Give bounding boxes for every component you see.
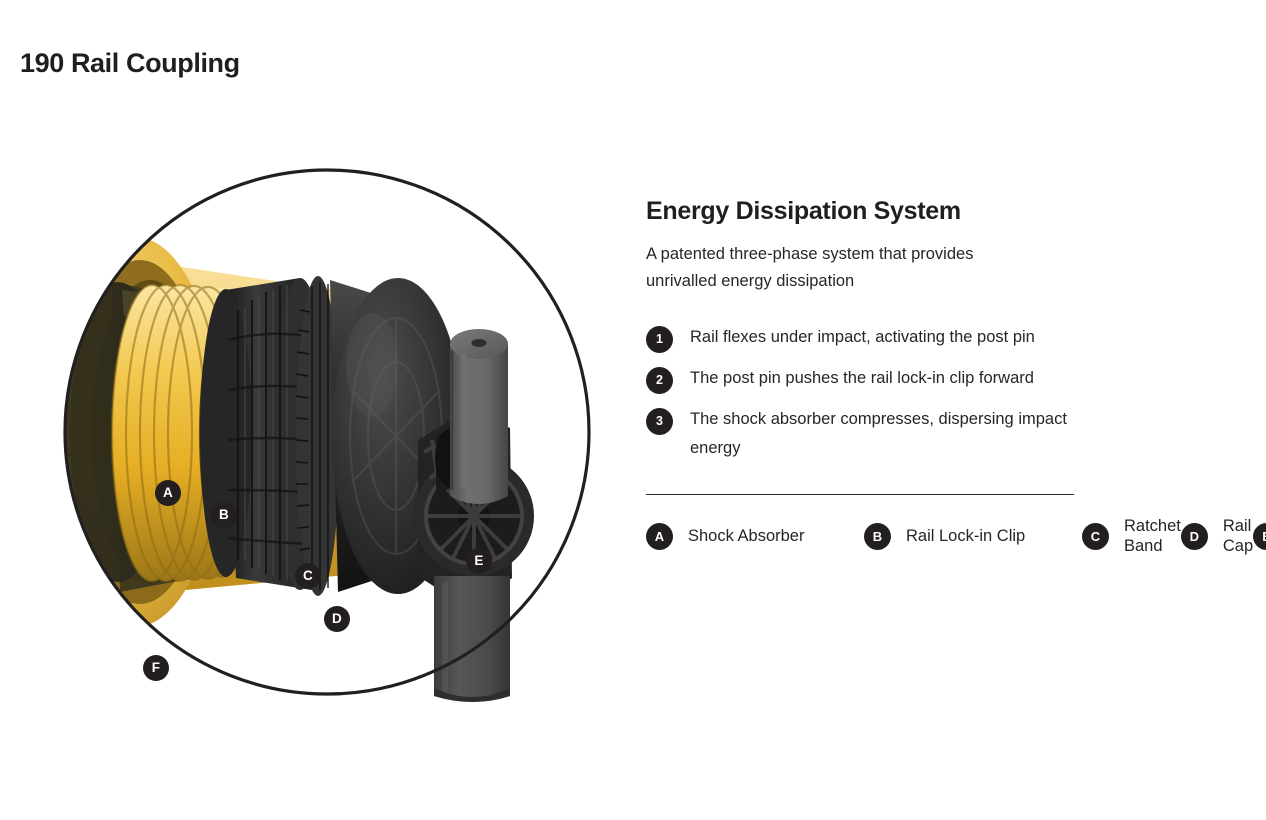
callout-badge-f[interactable]: F (143, 655, 169, 681)
legend-label-d: Rail Cap (1222, 517, 1254, 555)
illustration-circle-outline (63, 168, 591, 696)
legend-item-d[interactable]: D Rail Cap (1180, 517, 1254, 555)
callout-badge-d[interactable]: D (324, 606, 350, 632)
step-number-badge: 2 (646, 366, 673, 394)
callout-badge-a[interactable]: A (155, 480, 181, 506)
step-text: The shock absorber compresses, dispersin… (690, 409, 1067, 457)
legend-item-c[interactable]: C Ratchet Band (1082, 517, 1181, 555)
product-illustration-panel: A B C D E F (0, 140, 620, 740)
step-number-badge: 1 (646, 325, 673, 353)
parts-legend: A Shock Absorber B Rail Lock-in Clip C R… (646, 517, 1266, 555)
step-item: 3 The shock absorber compresses, dispers… (646, 407, 1086, 463)
legend-label-b: Rail Lock-in Clip (906, 527, 1026, 546)
callout-badge-e[interactable]: E (466, 548, 492, 574)
legend-divider (646, 494, 1074, 496)
legend-item-a[interactable]: A Shock Absorber (646, 518, 864, 555)
legend-badge-e: E (1253, 523, 1266, 551)
legend-item-b[interactable]: B Rail Lock-in Clip (864, 518, 1082, 555)
section-heading: Energy Dissipation System (646, 197, 961, 225)
callout-badge-b[interactable]: B (211, 502, 237, 528)
legend-badge-b: B (864, 523, 891, 551)
info-panel: Energy Dissipation System A patented thr… (646, 196, 1266, 555)
step-text: Rail flexes under impact, activating the… (690, 327, 1035, 346)
page-title: 190 Rail Coupling (20, 48, 240, 79)
post-pin (450, 329, 508, 504)
ratchet-band (200, 276, 340, 596)
legend-label-c: Ratchet Band (1124, 517, 1181, 555)
step-text: The post pin pushes the rail lock-in cli… (690, 368, 1034, 387)
legend-label-a: Shock Absorber (688, 527, 805, 546)
legend-badge-a: A (646, 523, 673, 551)
step-item: 2 The post pin pushes the rail lock-in c… (646, 366, 1086, 394)
lower-tube (434, 576, 510, 702)
legend-badge-c: C (1082, 523, 1109, 551)
legend-item-e[interactable]: E Post Pin (1253, 518, 1266, 555)
step-number-badge: 3 (646, 407, 673, 435)
steps-list: 1 Rail flexes under impact, activating t… (646, 325, 1086, 463)
step-item: 1 Rail flexes under impact, activating t… (646, 325, 1086, 353)
legend-badge-d: D (1180, 523, 1208, 551)
rail-coupling-diagram (63, 168, 591, 702)
section-subtitle: A patented three-phase system that provi… (646, 245, 974, 291)
callout-badge-c[interactable]: C (295, 563, 321, 589)
